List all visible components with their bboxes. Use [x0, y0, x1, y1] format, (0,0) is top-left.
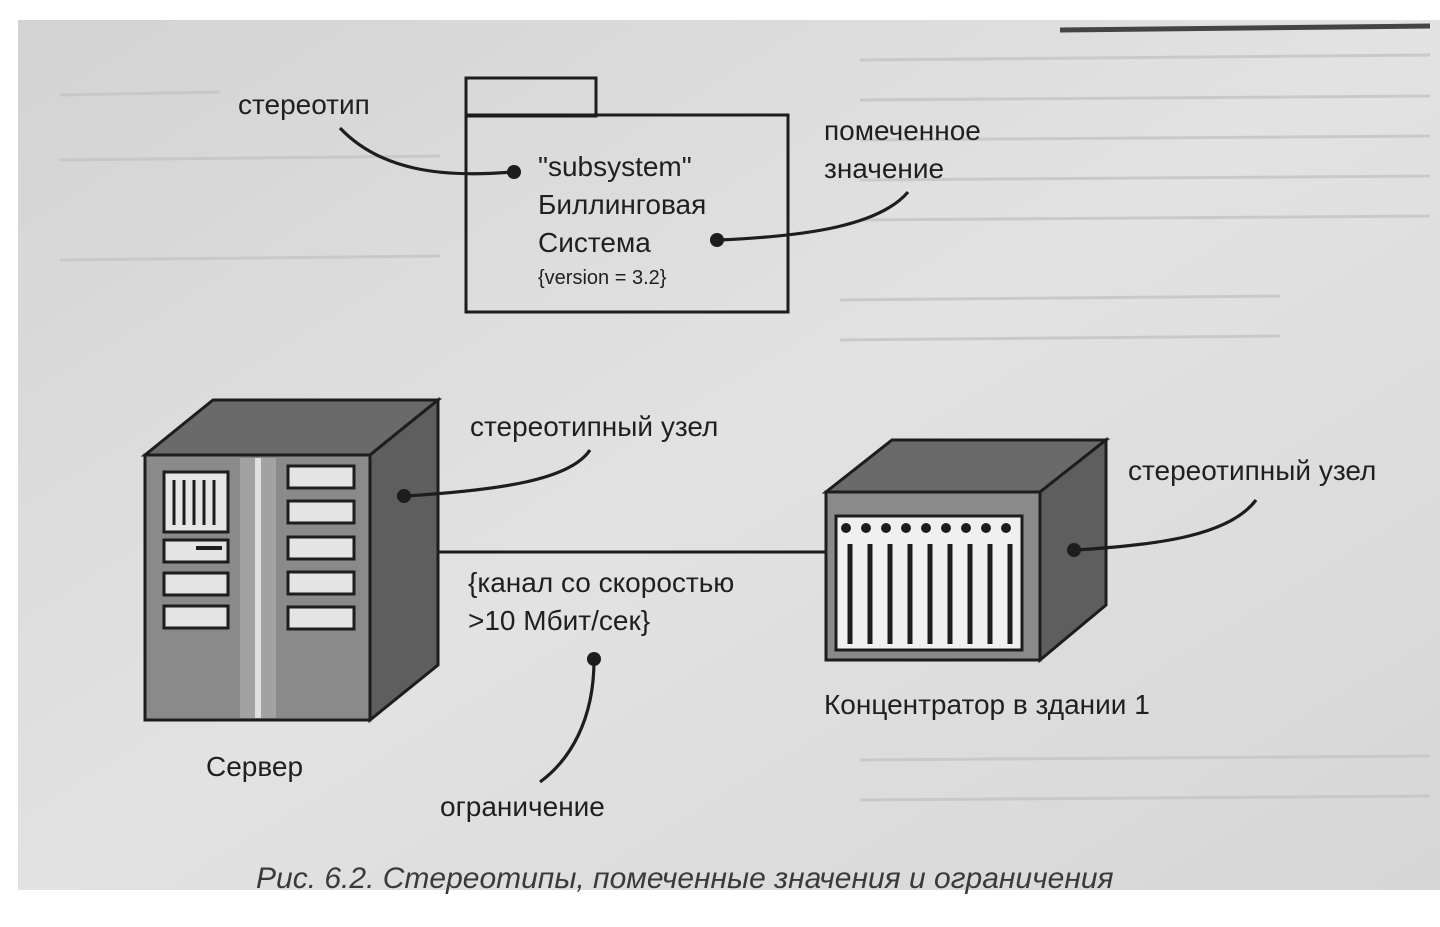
- leader-dot-server-node: [397, 489, 411, 503]
- annotation-constraint: ограничение: [440, 791, 605, 822]
- server-vent-slots: [172, 480, 216, 525]
- leader-dot-constraint: [587, 652, 601, 666]
- leader-dot-stereotype: [507, 165, 521, 179]
- link-constraint-line2: >10 Мбит/сек}: [468, 605, 650, 636]
- annotation-stereotyped-node-hub: стереотипный узел: [1128, 455, 1376, 486]
- figure-caption: Рис. 6.2. Стереотипы, помеченные значени…: [256, 862, 1114, 895]
- hub-node: [821, 436, 1111, 664]
- page-edge-line: [1059, 23, 1431, 33]
- server-side-face: [368, 396, 440, 724]
- annotation-tagged-value-line2: значение: [824, 153, 944, 184]
- leader-dot-tagged-value: [710, 233, 724, 247]
- server-left-bays: [162, 538, 230, 630]
- leader-stereotype: [338, 126, 513, 176]
- package-stereotype: "subsystem": [538, 151, 692, 182]
- server-node: [140, 396, 443, 724]
- leader-hub-node: [1075, 499, 1258, 552]
- leader-server-node: [405, 449, 592, 498]
- show-through-lines: [59, 53, 1431, 802]
- leader-tagged-value: [719, 190, 910, 242]
- leader-dot-hub-node: [1067, 543, 1081, 557]
- link-constraint-line1: {канал со скоростью: [468, 567, 734, 598]
- package-body: [464, 113, 790, 314]
- server-right-bays: [286, 464, 356, 631]
- package-name-line1: Биллинговая: [538, 189, 706, 220]
- package-tagged-value: {version = 3.2}: [538, 267, 667, 289]
- leader-constraint: [539, 659, 596, 784]
- server-label: Сервер: [206, 751, 303, 782]
- annotation-tagged-value-line1: помеченное: [824, 115, 981, 146]
- hub-ports: [847, 544, 1013, 644]
- package-name-line2: Система: [538, 227, 651, 258]
- subsystem-package: "subsystem" Биллинговая Система {version…: [464, 76, 790, 314]
- hub-label: Концентратор в здании 1: [824, 689, 1150, 720]
- annotation-stereotype: стереотип: [238, 89, 370, 120]
- hub-port-leds: [841, 523, 1011, 533]
- annotation-stereotyped-node-server: стереотипный узел: [470, 411, 718, 442]
